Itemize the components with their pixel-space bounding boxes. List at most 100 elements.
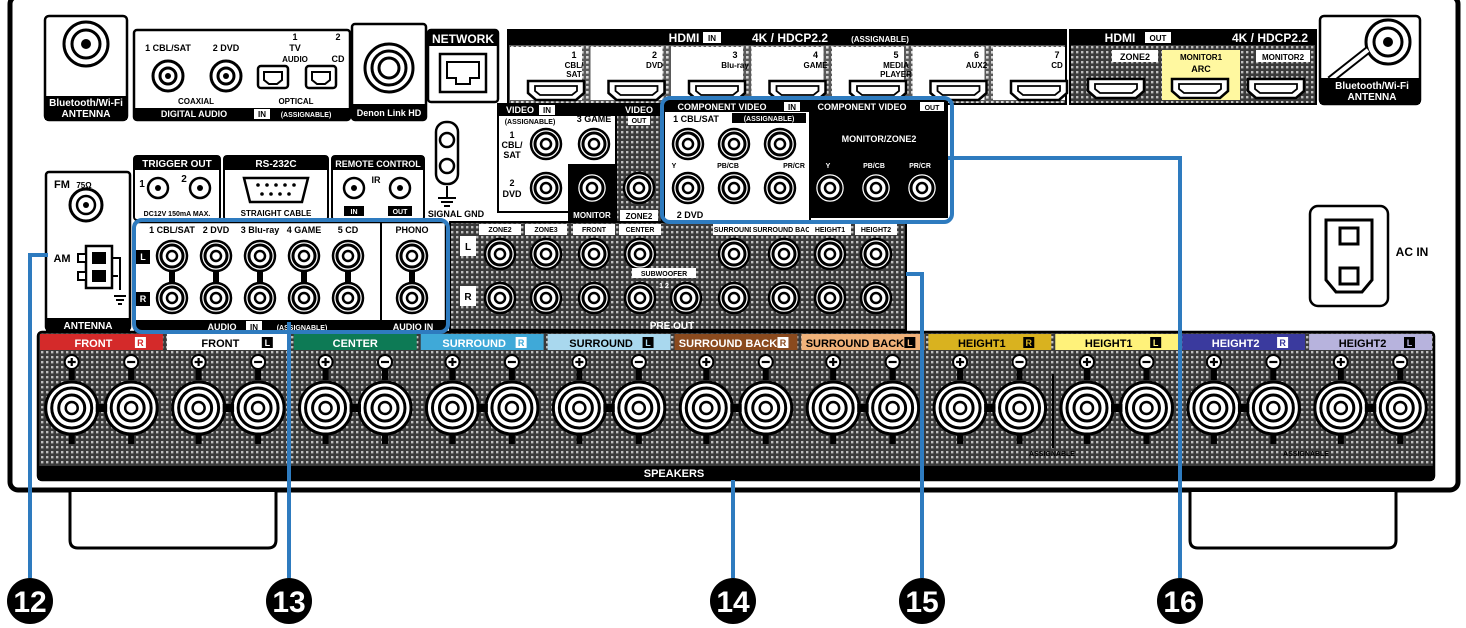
video-in-jack[interactable]	[529, 171, 563, 205]
coaxial-jack[interactable]	[209, 59, 243, 93]
speaker-binding-post[interactable]	[298, 380, 354, 436]
post-neck	[830, 368, 837, 380]
network-port[interactable]: NETWORK	[426, 28, 500, 104]
speaker-binding-post[interactable]	[103, 380, 159, 436]
speaker-binding-post[interactable]	[424, 380, 480, 436]
video-in-label: SAT	[503, 150, 521, 160]
audio-in-right-jack[interactable]	[199, 281, 233, 315]
pre-out-right-jack[interactable]	[529, 281, 563, 315]
phono-left-jack[interactable]	[395, 239, 429, 273]
audio-in-left-jack[interactable]	[287, 239, 321, 273]
denon-link-port[interactable]: Denon Link HD	[350, 22, 428, 122]
pre-out-subwoofer1-jack[interactable]	[623, 281, 657, 315]
wifi-antenna-left[interactable]: Bluetooth/Wi-Fi ANTENNA	[43, 14, 129, 122]
pre-out-right-jack[interactable]	[717, 281, 751, 315]
pre-out-left-jack[interactable]	[859, 237, 893, 271]
speaker-binding-post[interactable]	[1372, 380, 1428, 436]
pre-out-left-jack[interactable]	[529, 237, 563, 271]
audio-in-left-jack[interactable]	[199, 239, 233, 273]
pre-out-right-jack[interactable]	[813, 281, 847, 315]
optical-jack[interactable]	[304, 64, 338, 90]
hdmi-out-monitor1-port[interactable]	[1170, 77, 1230, 100]
speaker-binding-post[interactable]	[865, 380, 921, 436]
audio-in-right-jack[interactable]	[287, 281, 321, 315]
audio-in-left-jack[interactable]	[243, 239, 277, 273]
wifi-antenna-label: Bluetooth/Wi-Fi	[1335, 81, 1409, 92]
speaker-binding-post[interactable]	[932, 380, 988, 436]
component-out-y-jack[interactable]	[813, 171, 847, 205]
plus-icon	[956, 358, 965, 366]
coaxial-jack[interactable]	[151, 59, 185, 93]
hdmi-out-monitor2-port[interactable]	[1246, 77, 1306, 100]
audio-in-left-jack[interactable]	[155, 239, 189, 273]
post-tail	[382, 434, 388, 444]
pre-out-right-jack[interactable]	[767, 281, 801, 315]
phono-right-jack[interactable]	[395, 281, 429, 315]
speaker-binding-post[interactable]	[678, 380, 734, 436]
pre-out-left-jack[interactable]	[767, 237, 801, 271]
audio-in-right-jack[interactable]	[331, 281, 365, 315]
hdmi-out-zone2-port[interactable]	[1086, 77, 1146, 100]
ac-inlet[interactable]: AC IN	[1308, 204, 1428, 308]
video-in-jack[interactable]	[529, 127, 563, 161]
pre-out-left-jack[interactable]	[813, 237, 847, 271]
speaker-binding-post[interactable]	[1059, 380, 1115, 436]
remote-in-jack[interactable]	[342, 176, 366, 200]
component-in-y-jack[interactable]	[671, 171, 705, 205]
component-in-pb-jack[interactable]	[717, 127, 751, 161]
hdmi-in-port[interactable]	[607, 79, 666, 102]
pre-out-left-jack[interactable]	[717, 237, 751, 271]
speaker-binding-post[interactable]	[1118, 380, 1174, 436]
speaker-binding-post[interactable]	[484, 380, 540, 436]
speaker-binding-post[interactable]	[1313, 380, 1369, 436]
video-out-monitor-jack[interactable]	[575, 171, 609, 205]
trigger-jack[interactable]	[188, 176, 212, 200]
pre-out-left-jack[interactable]	[483, 237, 517, 271]
pre-out-subwoofer2-jack[interactable]	[669, 281, 703, 315]
speaker-channel-name: FRONT	[201, 338, 239, 350]
speaker-binding-post[interactable]	[357, 380, 413, 436]
speaker-binding-post[interactable]	[611, 380, 667, 436]
optical-jack[interactable]	[256, 64, 290, 90]
speaker-binding-post[interactable]	[230, 380, 286, 436]
post-tail	[449, 434, 456, 444]
fm-antenna-jack[interactable]	[68, 187, 104, 223]
speaker-binding-post[interactable]	[551, 380, 607, 436]
post-neck	[957, 368, 964, 380]
audio-in-right-jack[interactable]	[155, 281, 189, 315]
pre-out-channel-label: CENTER	[626, 227, 655, 234]
component-in-pb-jack[interactable]	[717, 171, 751, 205]
digital-audio-label: DIGITAL AUDIO	[161, 109, 227, 119]
hdmi-in-port[interactable]	[526, 79, 586, 102]
audio-in-left-jack[interactable]	[331, 239, 365, 273]
component-in-pr-jack[interactable]	[763, 171, 797, 205]
post-tail	[1397, 434, 1404, 444]
trigger-jack[interactable]	[146, 176, 170, 200]
speaker-binding-post[interactable]	[44, 380, 100, 436]
speaker-binding-post[interactable]	[1186, 380, 1242, 436]
speaker-binding-post[interactable]	[805, 380, 861, 436]
wifi-antenna-right[interactable]: Bluetooth/Wi-Fi ANTENNA	[1318, 14, 1422, 106]
speaker-binding-post[interactable]	[738, 380, 794, 436]
hdmi-in-port[interactable]	[1009, 79, 1069, 102]
speaker-binding-post[interactable]	[992, 380, 1048, 436]
speaker-binding-post[interactable]	[171, 380, 227, 436]
signal-gnd-terminal[interactable]: SIGNAL GND	[428, 120, 485, 219]
audio-in-right-jack[interactable]	[243, 281, 277, 315]
rs232c-port[interactable]	[242, 176, 310, 204]
component-out-pb-jack[interactable]	[859, 171, 893, 205]
am-antenna-terminal[interactable]	[77, 244, 126, 305]
remote-out-jack[interactable]	[388, 176, 412, 200]
video-in-jack[interactable]	[577, 127, 611, 161]
speaker-binding-post[interactable]	[1245, 380, 1301, 436]
pre-out-right-jack[interactable]	[483, 281, 517, 315]
component-out-pr-jack[interactable]	[905, 171, 939, 205]
component-in-pr-jack[interactable]	[763, 127, 797, 161]
component-in-y-jack[interactable]	[671, 127, 705, 161]
video-out-zone2-jack[interactable]	[622, 171, 656, 205]
pre-out-right-jack[interactable]	[577, 281, 611, 315]
pre-out-right-jack[interactable]	[859, 281, 893, 315]
pre-out-left-jack[interactable]	[577, 237, 611, 271]
pre-out-center-jack[interactable]	[623, 237, 657, 271]
hdmi-in-number: 3	[732, 50, 737, 60]
